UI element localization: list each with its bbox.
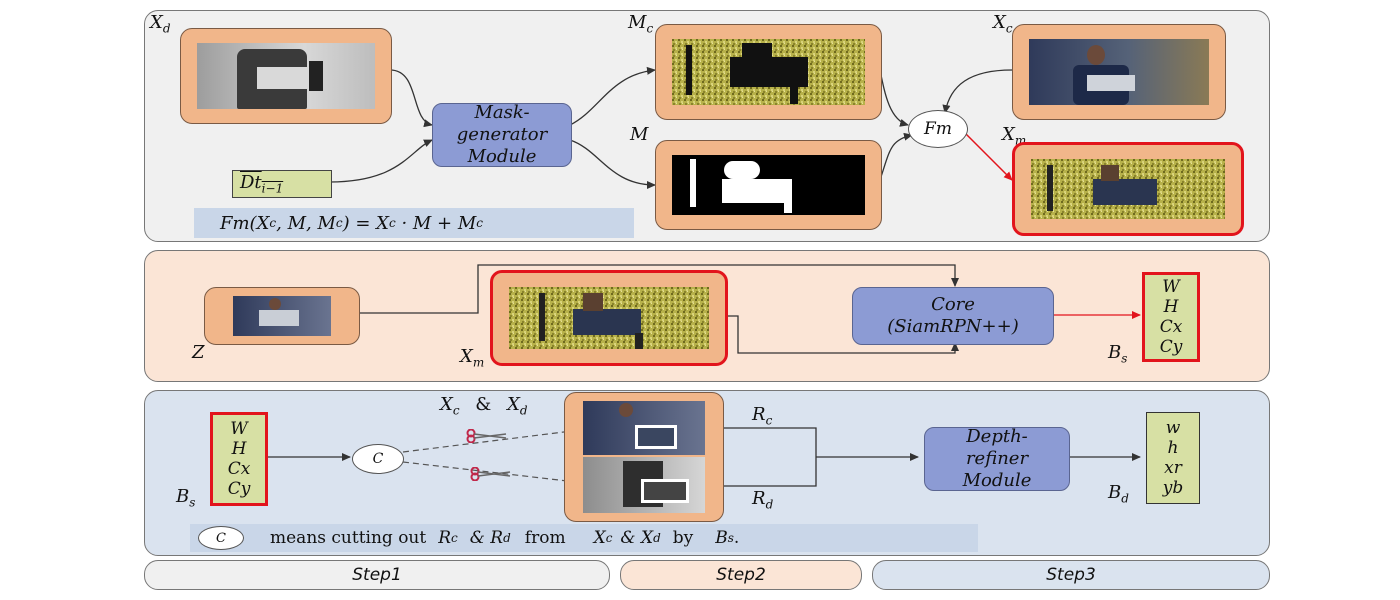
crop-depth-image	[583, 457, 705, 513]
label-z: Z	[192, 342, 205, 363]
c-node: C	[352, 444, 404, 474]
in-h: H	[231, 439, 247, 459]
arrow-xm-to-core	[722, 315, 959, 354]
label-xc-xd: Xc & Xd	[440, 394, 528, 418]
note-c-node: C	[198, 526, 244, 550]
bd-h: h	[1167, 438, 1179, 458]
fm-node: Fm	[908, 110, 968, 148]
bd-yb: yb	[1162, 478, 1184, 498]
depth-module-line2: refiner	[965, 448, 1029, 469]
bs-h: H	[1163, 297, 1179, 317]
step2-pill: Step2	[620, 560, 862, 590]
step3-pill: Step3	[872, 560, 1270, 590]
masked-image-xm-step2	[490, 270, 728, 366]
template-image-z	[204, 287, 360, 345]
in-cy: Cy	[227, 479, 251, 499]
label-bd: Bd	[1108, 482, 1129, 506]
label-bs-step2: Bs	[1108, 342, 1128, 366]
label-xc: Xc	[993, 12, 1013, 36]
crop-color-image	[583, 401, 705, 455]
arrow-m-to-fm	[879, 132, 913, 181]
arrow-xd-to-mask	[389, 69, 433, 128]
label-m: M	[630, 124, 649, 145]
output-box-bs: W H Cx Cy	[1142, 272, 1200, 362]
bs-w: W	[1162, 277, 1180, 297]
label-xd: Xd	[150, 12, 171, 36]
in-cx: Cx	[227, 459, 251, 479]
in-w: W	[230, 419, 248, 439]
arrow-mask-to-mc	[569, 66, 656, 126]
masked-image-xm	[1012, 142, 1244, 236]
bs-cy: Cy	[1159, 337, 1183, 357]
depth-module-line3: Module	[962, 470, 1032, 491]
core-siamrpn-module: Core (SiamRPN++)	[852, 287, 1054, 345]
mask-module-line2: generator	[456, 124, 548, 145]
bd-xr: xr	[1164, 458, 1182, 478]
arrow-mc-to-fm	[879, 69, 909, 127]
label-mc: Mc	[628, 12, 654, 36]
arrow-xc-to-fm	[942, 69, 1013, 114]
cropped-images-xc-xd	[564, 392, 724, 522]
previous-result-box	[232, 170, 332, 198]
core-module-line1: Core	[931, 294, 975, 315]
arrow-mask-to-m	[569, 139, 656, 189]
core-module-line2: (SiamRPN++)	[887, 316, 1019, 337]
depth-refiner-module: Depth- refiner Module	[924, 426, 1070, 491]
scissors-icon	[470, 466, 514, 482]
mask-module-line1: Mask-	[474, 102, 530, 123]
image-m	[655, 140, 882, 230]
label-rd: Rd	[752, 488, 774, 512]
arrow-dt-to-mask	[329, 139, 433, 183]
bs-cx: Cx	[1159, 317, 1183, 337]
depth-image-xd	[180, 28, 392, 124]
label-bs-step3: Bs	[176, 486, 196, 510]
mask-generator-module: Mask- generator Module	[432, 102, 572, 167]
arrow-z-to-core	[358, 264, 959, 314]
step1-pill: Step1	[144, 560, 610, 590]
arrow-fm-to-xm	[963, 131, 1013, 181]
color-image-xc	[1012, 24, 1226, 120]
scissors-icon	[466, 428, 510, 444]
label-xm: Xm	[1002, 124, 1027, 148]
input-box-bs: W H Cx Cy	[210, 412, 268, 506]
output-box-bd: w h xr yb	[1146, 412, 1200, 504]
label-dt: Dti−1	[240, 172, 284, 196]
label-rc: Rc	[752, 404, 773, 428]
image-mc	[655, 24, 882, 120]
bd-w: w	[1165, 418, 1181, 438]
label-xm-step2: Xm	[460, 346, 485, 370]
depth-module-line1: Depth-	[966, 426, 1028, 447]
dash-c-to-rd	[402, 461, 629, 489]
mask-module-line3: Module	[467, 146, 537, 167]
